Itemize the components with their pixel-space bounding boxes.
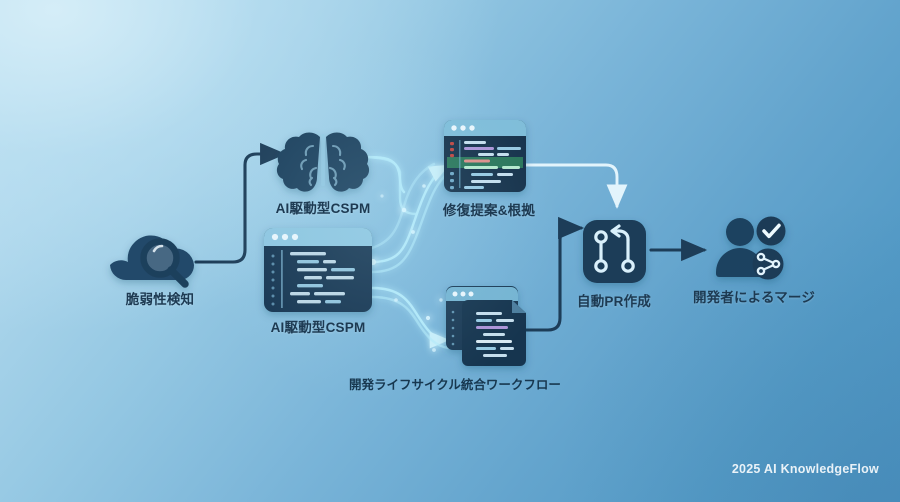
pull-request-icon <box>583 220 646 283</box>
node-label-ai-cspm-code: AI駆動型CSPM <box>270 320 366 335</box>
developer-merge-icon <box>716 216 786 280</box>
node-label-auto-pr: 自動PR作成 <box>577 294 651 309</box>
diagram-caption: 開発ライフサイクル統合ワークフロー <box>349 378 561 392</box>
flow-detect-to-brain <box>194 142 287 264</box>
flow-glow-group <box>355 155 452 350</box>
node-label-fix-proposal: 修復提案&根拠 <box>442 203 536 218</box>
node-label-developer-merge: 開発者によるマージ <box>692 290 816 305</box>
stacked-documents-icon <box>446 286 526 366</box>
diff-window-icon <box>444 120 526 192</box>
node-label-vuln-detection: 脆弱性検知 <box>125 292 195 307</box>
code-window-icon <box>264 228 372 312</box>
brain-icon <box>276 132 370 192</box>
flow-fix-to-pr <box>523 163 628 209</box>
node-label-ai-cspm-brain: AI駆動型CSPM <box>275 201 371 216</box>
cloud-magnifier-icon <box>110 235 195 288</box>
flow-docs-to-pr <box>516 216 585 332</box>
watermark: 2025 AI KnowledgeFlow <box>731 462 879 476</box>
